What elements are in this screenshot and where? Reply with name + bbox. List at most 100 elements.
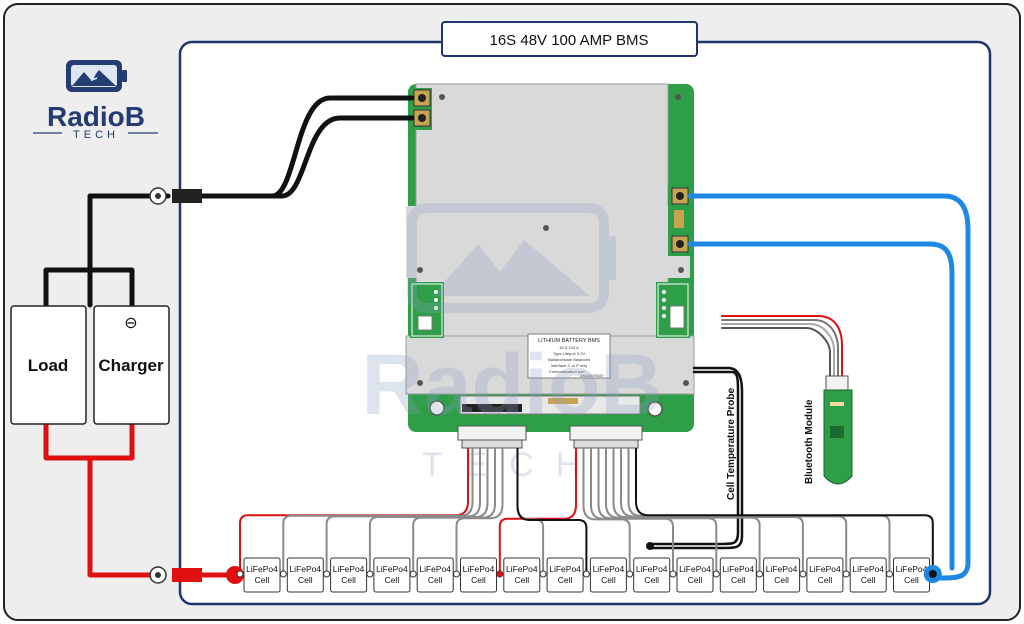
charger-label: Charger <box>98 356 164 375</box>
negative-lug <box>149 187 202 205</box>
blue-wire-p <box>687 193 971 581</box>
balance-plug-left <box>457 425 527 449</box>
cell-label-cell: Cell <box>558 575 573 585</box>
bms-label-sticker <box>527 333 611 379</box>
cell-label-type: LiFePo4 <box>722 564 754 574</box>
title-box <box>441 21 698 57</box>
red-tap-icon <box>496 571 503 577</box>
probe-wire-2 <box>648 370 740 546</box>
cell-label-type: LiFePo4 <box>679 564 711 574</box>
cell-terminal-icon <box>453 570 460 578</box>
charger-minus-icon: ⊖ <box>124 315 137 332</box>
cell-label-cell: Cell <box>428 575 443 585</box>
watermark-sub: TECH <box>422 446 603 484</box>
cell-terminal-icon <box>626 570 634 578</box>
cell-label-cell: Cell <box>514 575 529 585</box>
cell-terminal-icon <box>842 570 850 578</box>
cell-terminal-icon <box>886 570 893 578</box>
cell-terminal-icon <box>323 570 331 578</box>
bms-label-line: Communication port ... <box>549 369 589 374</box>
cell-label-cell: Cell <box>731 575 746 585</box>
cell-label-cell: Cell <box>471 575 486 585</box>
diagram-title: 16S 48V 100 AMP BMS <box>490 32 649 49</box>
bms-label-line: Type Lifepo4 3.2V <box>553 351 586 356</box>
cell-label-cell: Cell <box>818 575 833 585</box>
screw-icon <box>678 267 684 273</box>
watermark: RadioB TECH <box>362 203 663 484</box>
cell-terminal-icon <box>409 570 417 578</box>
right-connector <box>657 283 689 337</box>
cell-label-cell: Cell <box>385 575 400 585</box>
watermark-name: RadioB <box>362 337 663 433</box>
black-wire-b2 <box>197 115 415 199</box>
screw-icon <box>417 380 423 386</box>
cell-label-type: LiFePo4 <box>419 564 451 574</box>
cell-label-type: LiFePo4 <box>506 564 538 574</box>
cell-label-cell: Cell <box>644 575 659 585</box>
cell-label-type: LiFePo4 <box>333 564 365 574</box>
cell-label-cell: Cell <box>688 575 703 585</box>
bms-board: LITHIUM BATTERY BMS 16 S 100 A Type Life… <box>405 83 695 432</box>
charger-box: ⊖ Charger <box>93 305 170 425</box>
cell-label-type: LiFePo4 <box>463 564 495 574</box>
cell-terminal-icon <box>799 570 807 578</box>
balance-plug-right <box>569 425 643 449</box>
bluetooth-label: Bluetooth Module <box>804 399 815 484</box>
left-connector <box>411 283 443 337</box>
cell-label-type: LiFePo4 <box>246 564 278 574</box>
cell-terminal-icon <box>366 570 374 578</box>
bms-label-line: Interface-C or P only <box>551 363 588 368</box>
cell-label-cell: Cell <box>298 575 313 585</box>
bms-label-line: SN0255YE53Y <box>580 374 604 378</box>
screw-icon <box>675 94 681 100</box>
cell-label-type: LiFePo4 <box>593 564 625 574</box>
probe-end-icon <box>646 542 654 550</box>
cell-terminal-icon <box>236 570 244 578</box>
bms-label-line: Ballancestate Balanced <box>548 357 590 362</box>
load-box: Load <box>10 305 87 425</box>
blue-wire-c <box>687 241 955 571</box>
cell-label-type: LiFePo4 <box>896 564 928 574</box>
wires <box>43 95 971 581</box>
cell-label-type: LiFePo4 <box>636 564 668 574</box>
screw-icon <box>439 94 445 100</box>
balance-wires <box>239 448 934 574</box>
cell-terminal-icon <box>279 570 287 578</box>
cell-terminal-icon <box>539 570 547 578</box>
probe-label: Cell Temperature Probe <box>726 387 737 500</box>
cell-label-type: LiFePo4 <box>809 564 841 574</box>
cell-label-type: LiFePo4 <box>766 564 798 574</box>
probe-wire-1 <box>648 366 744 550</box>
logo-name: RadioB <box>47 101 145 132</box>
bms-label-title: LITHIUM BATTERY BMS <box>538 338 600 344</box>
battery-cells: LiFePo4CellLiFePo4CellLiFePo4CellLiFePo4… <box>236 542 942 593</box>
black-wire-load-charger <box>43 267 135 308</box>
cell-label-cell: Cell <box>904 575 919 585</box>
balance-wire <box>412 448 496 574</box>
red-wire-main <box>87 455 155 578</box>
radiob-logo: RadioB TECH <box>33 60 158 141</box>
load-label: Load <box>28 356 69 375</box>
cell-terminal-icon <box>582 570 590 578</box>
balance-wire <box>635 448 934 574</box>
cell-label-cell: Cell <box>341 575 356 585</box>
logo-sub: TECH <box>73 129 119 141</box>
screw-icon <box>543 225 549 231</box>
balance-wire <box>516 448 588 574</box>
cell-label-type: LiFePo4 <box>289 564 321 574</box>
cell-label-cell: Cell <box>601 575 616 585</box>
cell-label-cell: Cell <box>774 575 789 585</box>
